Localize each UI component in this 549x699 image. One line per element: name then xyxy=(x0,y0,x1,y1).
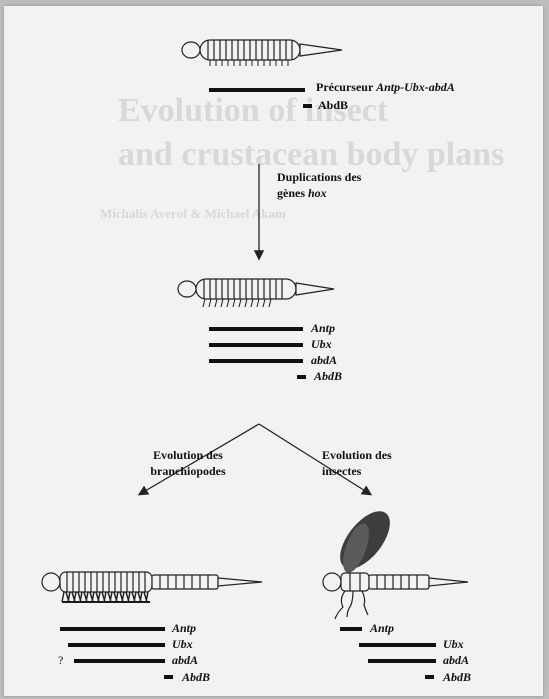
gene-bar-right-abda xyxy=(368,659,436,663)
ancestral-animal-icon xyxy=(182,40,342,66)
gene-label-left-abda: abdA xyxy=(172,653,198,667)
gene-label-left-antp: Antp xyxy=(172,621,196,635)
gene-label-mid-ubx: Ubx xyxy=(311,337,332,351)
gene-bar-left-antp xyxy=(60,627,165,631)
duplicated-hox-animal-icon xyxy=(178,279,334,307)
gene-label-right-antp: Antp xyxy=(370,621,394,635)
question-mark-label: ? xyxy=(58,653,63,667)
gene-label-right-abdb: AbdB xyxy=(443,670,471,684)
insect-wing-icon xyxy=(331,503,400,578)
gene-bar-right-ubx xyxy=(359,643,436,647)
duplication-label-line2: gènes hox xyxy=(277,186,327,200)
ancestral-precursor-prefix: Précurseur xyxy=(316,80,376,94)
gene-label-mid-antp: Antp xyxy=(311,321,335,335)
branch-left-label-line2: branchiopodes xyxy=(138,464,238,478)
insect-icon xyxy=(323,573,468,619)
gene-label-left-ubx: Ubx xyxy=(172,637,193,651)
gene-bar-left-abdb xyxy=(164,675,173,679)
gene-label-right-abda: abdA xyxy=(443,653,469,667)
gene-bar-ancestral-abdb xyxy=(303,104,312,108)
gene-label-right-ubx: Ubx xyxy=(443,637,464,651)
duplication-label-line2-italic: hox xyxy=(308,186,327,200)
gene-bar-mid-abda xyxy=(209,359,303,363)
duplication-label-line2-prefix: gènes xyxy=(277,186,308,200)
gene-bar-mid-antp xyxy=(209,327,303,331)
branch-right-label-line1: Evolution des xyxy=(322,448,392,462)
gene-bar-left-abda xyxy=(74,659,165,663)
gene-bar-right-antp xyxy=(340,627,362,631)
branchiopod-icon xyxy=(42,572,262,592)
gene-bar-left-ubx xyxy=(68,643,165,647)
gene-bar-right-abdb xyxy=(425,675,434,679)
gene-label-left-abdb: AbdB xyxy=(182,670,210,684)
gene-label-mid-abdb: AbdB xyxy=(314,369,342,383)
gene-bar-ancestral xyxy=(209,88,305,92)
duplication-label-line1: Duplications des xyxy=(277,170,361,184)
branchiopod-leg-fringe xyxy=(62,592,150,602)
ancestral-precursor-genes: Antp-Ubx-abdA xyxy=(376,80,455,94)
gene-label-mid-abda: abdA xyxy=(311,353,337,367)
branch-left-label-line1: Evolution des xyxy=(138,448,238,462)
ancestral-precursor-label: Précurseur Antp-Ubx-abdA xyxy=(316,80,455,94)
gene-bar-mid-abdb xyxy=(297,375,306,379)
gene-bar-mid-ubx xyxy=(209,343,303,347)
ancestral-abdb-label: AbdB xyxy=(318,98,348,112)
branch-right-label-line2: insectes xyxy=(322,464,361,478)
